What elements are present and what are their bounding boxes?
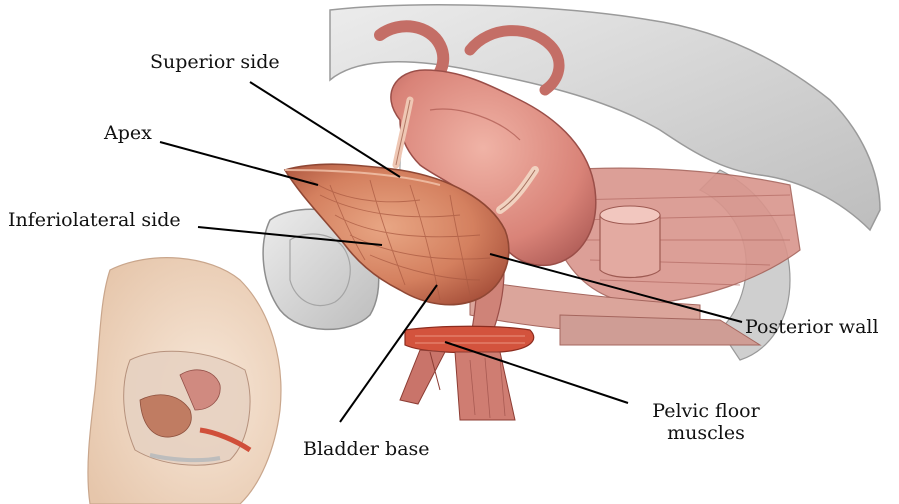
leader-superior-side	[250, 82, 400, 177]
leader-apex	[160, 142, 318, 185]
label-superior-side: Superior side	[150, 51, 280, 73]
label-pelvic-floor-line1: Pelvic floor	[636, 400, 776, 422]
label-apex: Apex	[104, 122, 152, 144]
label-posterior-wall: Posterior wall	[745, 316, 879, 338]
label-pelvic-floor-muscles: Pelvic floor muscles	[636, 400, 776, 444]
pelvic-floor-muscles	[400, 326, 534, 420]
label-bladder-base: Bladder base	[303, 438, 430, 460]
inset-body-figure	[88, 258, 281, 504]
label-pelvic-floor-line2: muscles	[636, 422, 776, 444]
label-inferiolateral-side: Inferiolateral side	[8, 209, 181, 231]
